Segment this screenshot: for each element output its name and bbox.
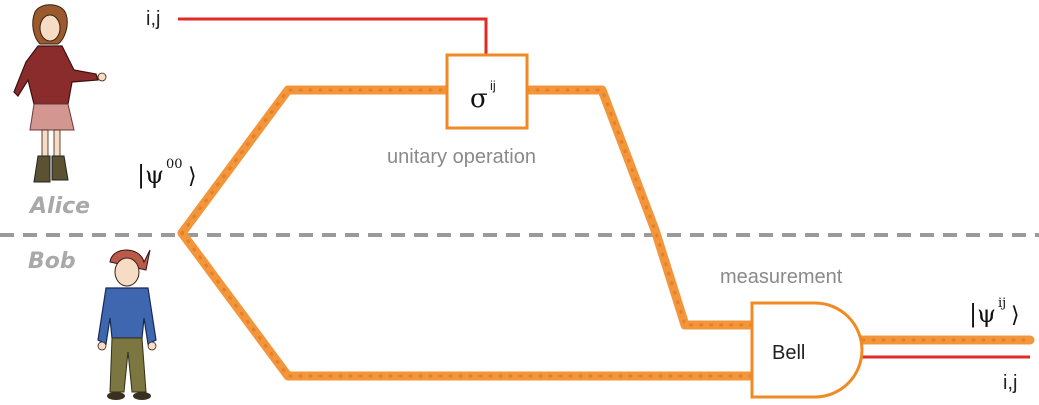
sigma-symbol: σ — [470, 84, 488, 114]
classical-out-label: i,j — [1003, 372, 1017, 394]
photon-paths — [177, 85, 1035, 381]
alice-name: Alice — [28, 194, 90, 219]
svg-text:⟩: ⟩ — [188, 164, 197, 189]
alice-figure — [13, 4, 107, 183]
bell-gate — [750, 301, 864, 399]
bob-figure — [97, 249, 157, 400]
sigma-superscript: ij — [490, 78, 496, 93]
svg-text:⟩: ⟩ — [1011, 303, 1020, 328]
output-state-label: |ψ ij ⟩ — [969, 296, 1020, 329]
measurement-caption: measurement — [720, 266, 843, 288]
bell-label: Bell — [772, 342, 805, 364]
bob-name: Bob — [28, 249, 76, 274]
classical-in-label: i,j — [146, 8, 160, 30]
svg-text:ij: ij — [998, 296, 1006, 311]
svg-text:|ψ: |ψ — [137, 161, 164, 190]
svg-text:|ψ: |ψ — [969, 300, 996, 329]
svg-text:00: 00 — [166, 157, 183, 172]
unitary-box — [445, 53, 529, 130]
unitary-caption: unitary operation — [387, 146, 536, 168]
input-state-label: |ψ 00 ⟩ — [137, 157, 197, 190]
classical-channel-in — [178, 17, 488, 55]
